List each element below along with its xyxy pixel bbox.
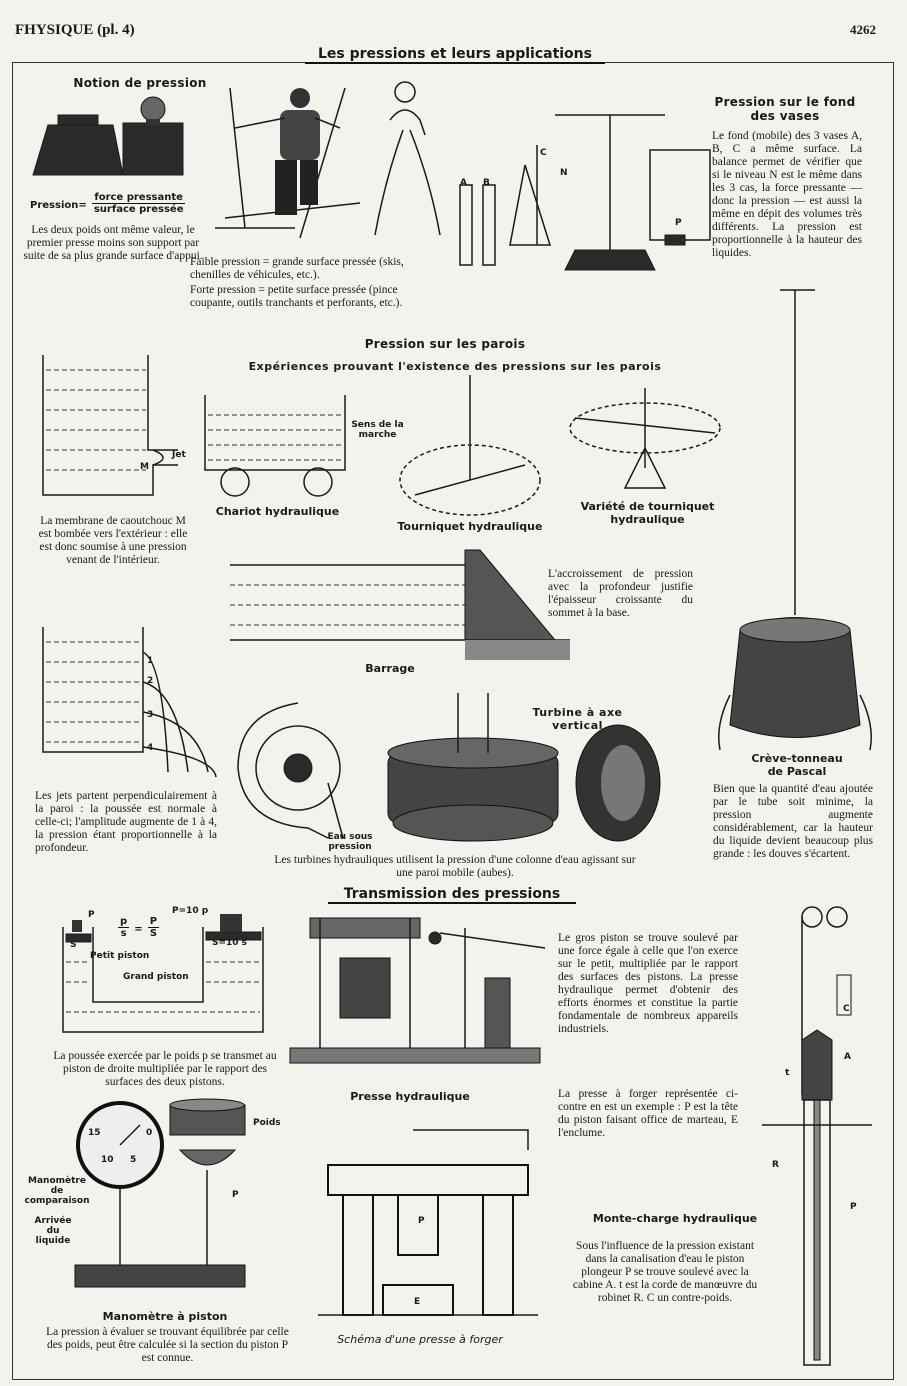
monte-charge-illustration bbox=[762, 906, 872, 1366]
pressure-formula: Pression= force pressante surface pressé… bbox=[30, 192, 186, 215]
notion-title: Notion de pression bbox=[73, 76, 207, 90]
poids-label: Poids bbox=[253, 1118, 281, 1128]
jets-tank-illustration bbox=[42, 627, 217, 778]
barrage-caption: Barrage bbox=[365, 662, 415, 675]
dial-10: 10 bbox=[101, 1155, 114, 1165]
jets-text: Les jets partent perpendiculairement à l… bbox=[35, 790, 217, 854]
pincer-illustration bbox=[374, 81, 441, 236]
presse-caption: Presse hydraulique bbox=[350, 1090, 470, 1103]
turbine-title: Turbine à axe vertical bbox=[532, 706, 623, 732]
formula-big-s: S bbox=[149, 928, 158, 939]
forger-caption: Schéma d'une presse à forger bbox=[337, 1333, 503, 1346]
piston-big-p-label: P=10 p bbox=[172, 906, 209, 916]
formula-big-p: P bbox=[147, 916, 160, 928]
arrivee-label: Arrivée du liquide bbox=[34, 1216, 72, 1246]
formula-s: s bbox=[120, 928, 127, 939]
monte-label-t: t bbox=[785, 1068, 790, 1078]
main-title: Les pressions et leurs applications bbox=[305, 46, 605, 64]
turbine-illustration bbox=[237, 693, 661, 842]
dial-5: 5 bbox=[130, 1155, 137, 1165]
forger-e-label: E bbox=[414, 1297, 421, 1307]
monte-label-r: R bbox=[772, 1160, 779, 1170]
parois-subtitle: Expériences prouvant l'existence des pre… bbox=[248, 360, 662, 373]
eau-label: Eau sous pression bbox=[327, 832, 373, 852]
vase-label-n: N bbox=[560, 168, 568, 178]
page-header-title: FHYSIQUE (pl. 4) bbox=[15, 22, 135, 38]
jet-label: Jet bbox=[172, 450, 186, 460]
formula-numerator: force pressante bbox=[91, 192, 186, 204]
membrane-text: La membrane de caoutchouc M est bombée v… bbox=[38, 515, 188, 566]
notion-text: Les deux poids ont même valeur, le premi… bbox=[23, 224, 203, 262]
manometre-p-label: P bbox=[232, 1190, 239, 1200]
jet-number-3: 3 bbox=[147, 710, 154, 720]
chariot-illustration bbox=[204, 395, 346, 497]
page-number: 4262 bbox=[850, 22, 876, 37]
transmission-title: Transmission des pressions bbox=[328, 886, 576, 904]
presse-text-1: Le gros piston se trouve soulevé par une… bbox=[558, 932, 738, 1035]
piston-s-label: S bbox=[70, 940, 77, 950]
dial-0: 0 bbox=[146, 1128, 153, 1138]
parois-title: Pression sur les parois bbox=[364, 337, 526, 351]
formula-fraction: force pressante surface pressée bbox=[91, 192, 186, 215]
pascal-barrel-illustration bbox=[718, 289, 872, 751]
formula-p: p bbox=[118, 916, 130, 928]
formula-denominator: surface pressée bbox=[93, 204, 184, 215]
transmission-text: La poussée exercée par le poids p se tra… bbox=[53, 1050, 277, 1088]
jet-number-4: 4 bbox=[147, 743, 154, 753]
ski-text-forte: Forte pression = petite surface pressée … bbox=[190, 284, 403, 309]
comparaison-label: Manomètre de comparaison bbox=[24, 1176, 90, 1206]
tourniquet-caption: Tourniquet hydraulique bbox=[397, 520, 543, 533]
membrane-tank-illustration bbox=[42, 355, 178, 496]
barrage-illustration bbox=[230, 549, 570, 660]
vase-label-c: C bbox=[540, 148, 547, 158]
turbine-text: Les turbines hydrauliques utilisent la p… bbox=[274, 854, 636, 879]
balance-illustration bbox=[459, 114, 711, 271]
monte-label-p: P bbox=[850, 1202, 857, 1212]
sens-label: Sens de la marche bbox=[351, 420, 404, 440]
two-pistons-illustration bbox=[62, 914, 264, 1033]
jet-number-1: 1 bbox=[147, 656, 154, 666]
barrage-text: L'accroissement de pression avec la prof… bbox=[548, 568, 693, 619]
monte-label-c: C bbox=[843, 1004, 850, 1014]
presse-hydraulique-illustration bbox=[289, 917, 546, 1064]
chariot-caption: Chariot hydraulique bbox=[215, 505, 340, 518]
membrane-label-m: M bbox=[140, 462, 149, 472]
vase-label-a: A bbox=[460, 178, 467, 188]
monte-text: Sous l'influence de la pression existant… bbox=[572, 1240, 758, 1304]
pascal-text: Bien que la quantité d'eau ajoutée par l… bbox=[713, 783, 873, 860]
variete-tourniquet-illustration bbox=[569, 388, 721, 489]
dial-15: 15 bbox=[88, 1128, 101, 1138]
presse-text-2: La presse à forger représentée ci-contre… bbox=[558, 1088, 738, 1139]
vase-label-p: P bbox=[675, 218, 682, 228]
skier-illustration bbox=[215, 87, 361, 239]
presse-forger-illustration bbox=[318, 1129, 538, 1316]
forger-p-label: P bbox=[418, 1216, 425, 1226]
pascal-title: Crève-tonneau de Pascal bbox=[751, 752, 843, 778]
variete-caption: Variété de tourniquet hydraulique bbox=[580, 500, 715, 526]
weights-illustration bbox=[32, 96, 184, 176]
grand-piston-label: Grand piston bbox=[123, 972, 189, 982]
piston-big-s-label: S=10 s bbox=[212, 938, 248, 948]
formula-label: Pression= bbox=[30, 200, 87, 211]
manometre-caption: Manomètre à piston bbox=[102, 1310, 228, 1323]
manometre-text: La pression à évaluer se trouvant équili… bbox=[46, 1326, 289, 1364]
piston-p-label: P bbox=[88, 910, 95, 920]
petit-piston-label: Petit piston bbox=[90, 951, 150, 961]
fond-text: Le fond (mobile) des 3 vases A, B, C a m… bbox=[712, 130, 862, 259]
tourniquet-illustration bbox=[399, 375, 541, 516]
fond-title: Pression sur le fond des vases bbox=[714, 95, 856, 123]
jet-number-2: 2 bbox=[147, 676, 154, 686]
ski-text-faible: Faible pression = grande surface pressée… bbox=[190, 256, 404, 281]
manometre-illustration bbox=[74, 1098, 246, 1288]
vase-label-b: B bbox=[483, 178, 490, 188]
monte-title: Monte-charge hydraulique bbox=[592, 1212, 758, 1225]
monte-label-a: A bbox=[844, 1052, 851, 1062]
